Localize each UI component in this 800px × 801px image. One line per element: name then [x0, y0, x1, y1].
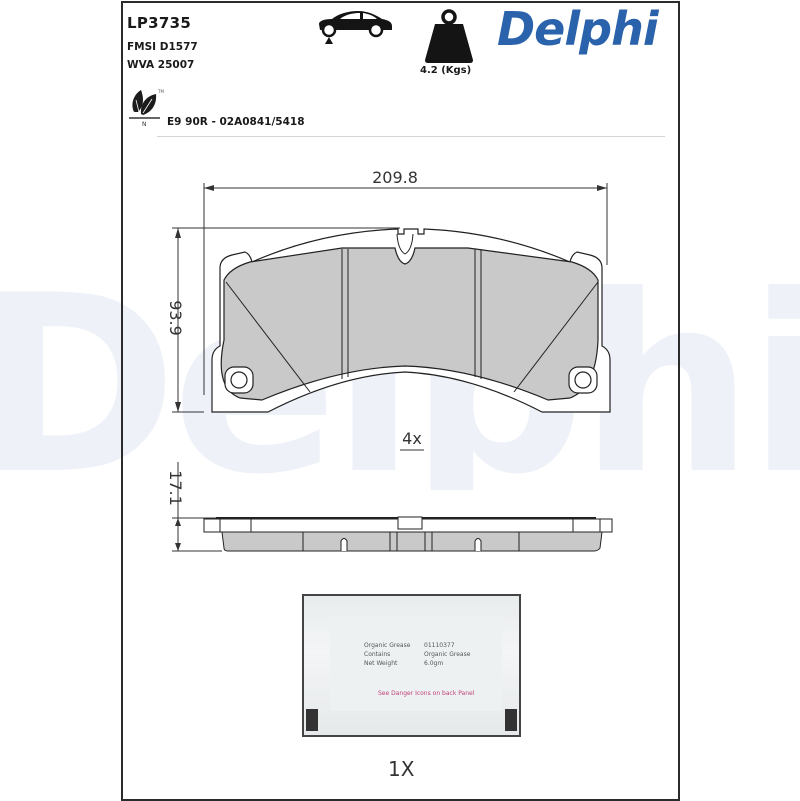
fmsi-code: FMSI D1577	[127, 41, 198, 53]
height-dimension: 93.9	[166, 227, 400, 413]
svg-text:4x: 4x	[402, 429, 422, 448]
weight-icon	[425, 9, 473, 63]
ece-approval-number: E9 90R - 02A0841/5418	[167, 116, 305, 128]
header-divider	[157, 136, 665, 137]
weight-value: 4.2 (Kgs)	[420, 65, 472, 76]
brake-pad-drawing: 209.8 93.9 4x 17.1	[166, 168, 613, 552]
svg-text:17.1: 17.1	[166, 470, 185, 506]
sachet-label: Net Weight	[364, 660, 398, 667]
leaf-icon: TM N	[129, 89, 164, 128]
car-jack-icon	[319, 11, 392, 44]
wva-code: WVA 25007	[127, 59, 195, 71]
accessory-quantity: 1X	[388, 757, 415, 781]
sachet-corner-mark	[306, 709, 318, 731]
sachet-value: Organic Grease	[424, 651, 471, 658]
grease-sachet-image: Organic Grease 01110377 Contains Organic…	[302, 594, 521, 737]
svg-text:TM: TM	[157, 89, 164, 94]
svg-text:93.9: 93.9	[166, 300, 185, 336]
sachet-label: Organic Grease	[364, 642, 411, 649]
svg-text:209.8: 209.8	[372, 168, 418, 187]
part-number: LP3735	[127, 14, 192, 32]
brand-logo: Delphi	[497, 2, 659, 56]
side-view	[203, 516, 613, 552]
svg-text:N: N	[142, 121, 147, 128]
sachet-value: 01110377	[424, 642, 455, 649]
sachet-label-area: Organic Grease 01110377 Contains Organic…	[330, 616, 502, 711]
sachet-warning: See Danger Icons on back Panel	[378, 690, 475, 697]
sachet-label: Contains	[364, 651, 391, 658]
sachet-value: 6.0gm	[424, 660, 444, 667]
sachet-corner-mark	[505, 709, 517, 731]
width-dimension: 209.8	[203, 168, 608, 395]
thickness-dimension: 17.1	[166, 462, 222, 552]
